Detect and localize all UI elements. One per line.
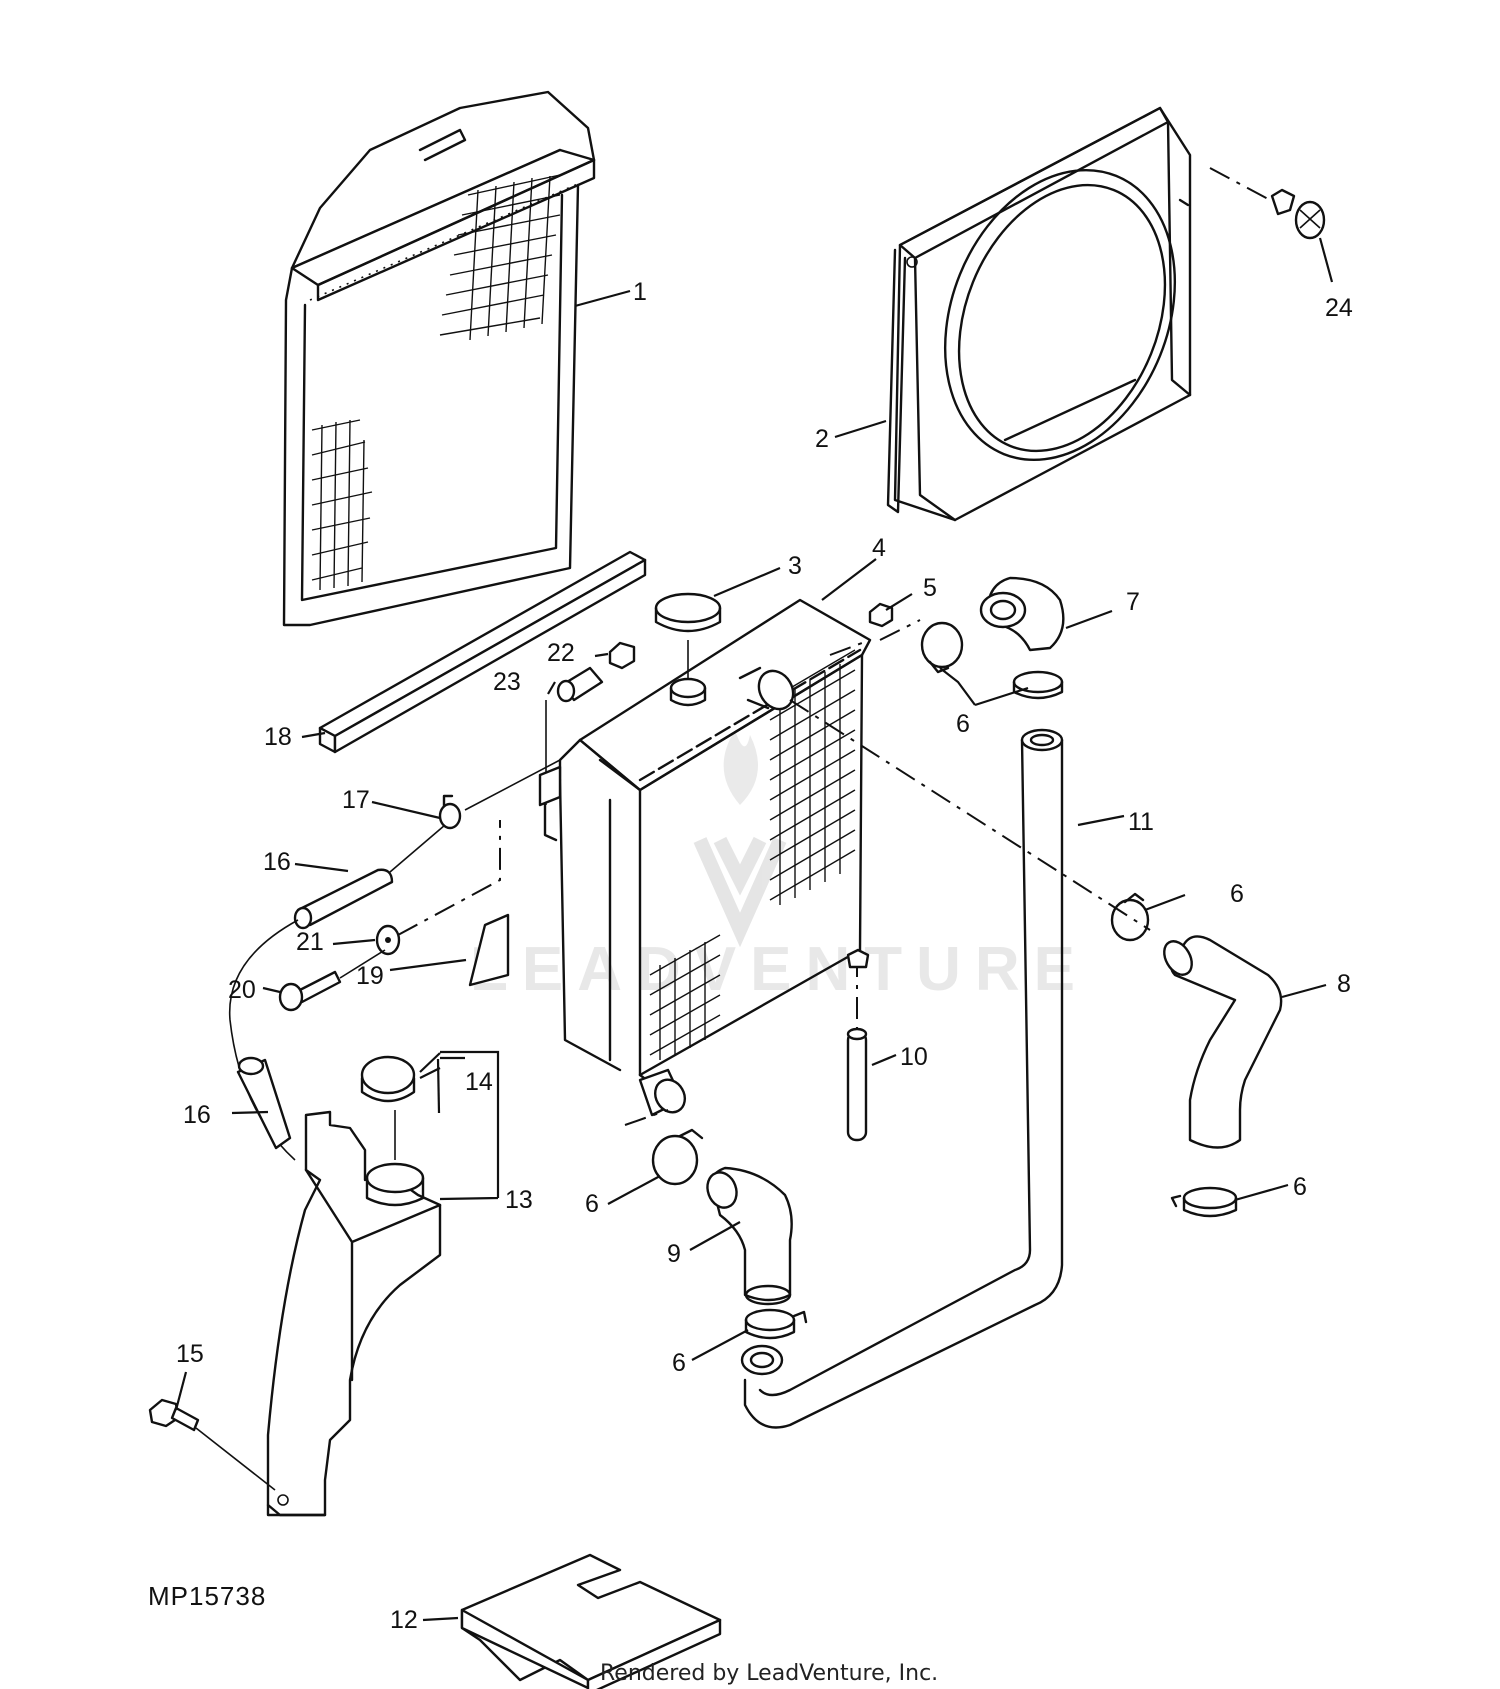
- part-24-knob-screw: [1209, 167, 1326, 240]
- part-4-radiator: [543, 598, 872, 1092]
- part-2-fan-shroud: [886, 106, 1192, 522]
- callout-6: 6: [956, 710, 970, 738]
- radiator-lower-outlet: [638, 1068, 687, 1117]
- assembly-line-20: [339, 949, 386, 979]
- part-6-hose-clamp: [740, 1308, 808, 1376]
- part-14-tank-cap: [360, 1055, 416, 1103]
- callout-9: 9: [667, 1240, 681, 1268]
- part-9-elbow-hose: [706, 1166, 793, 1306]
- part-13-recovery-tank: [266, 1110, 442, 1517]
- callout-17: 17: [342, 786, 370, 814]
- part-5-nut: [868, 602, 921, 641]
- figure-id: MP15738: [148, 1581, 266, 1611]
- part-11-bypass-hose: [743, 728, 1064, 1429]
- callout-3: 3: [788, 552, 802, 580]
- part-3-radiator-cap: [654, 592, 722, 707]
- part-21-washer: [375, 924, 401, 956]
- callout-6-repeat: 6: [1230, 880, 1244, 908]
- part-12-foam-pad: [460, 1553, 722, 1689]
- part-8-radiator-hose: [1163, 935, 1283, 1149]
- callout-8: 8: [1337, 970, 1351, 998]
- callout-22: 22: [547, 639, 575, 667]
- part-7-elbow-hose: [979, 576, 1065, 652]
- assembly-line-17: [464, 759, 561, 811]
- part-16-hose: [293, 868, 394, 930]
- callout-18: 18: [264, 723, 292, 751]
- callout-6-repeat: 6: [1293, 1173, 1307, 1201]
- assembly-line-16: [389, 824, 446, 873]
- callout-6-repeat: 6: [585, 1190, 599, 1218]
- assembly-line-5: [829, 639, 871, 656]
- part-17-clamp: [438, 794, 462, 830]
- callout-6-repeat: 6: [672, 1349, 686, 1377]
- part-6-hose-clamp: [651, 1128, 704, 1186]
- part-1-radiator-screen: [282, 90, 596, 627]
- callout-14: 14: [465, 1068, 493, 1096]
- callout-20: 20: [228, 976, 256, 1004]
- part-22-nut: [608, 641, 636, 670]
- part-18-seal-strip: [318, 550, 647, 754]
- part-6-hose-clamp: [1110, 892, 1150, 942]
- callout-7: 7: [1126, 588, 1140, 616]
- callout-15: 15: [176, 1340, 204, 1368]
- callout-12: 12: [390, 1606, 418, 1634]
- part-15-bolt: [148, 1398, 200, 1432]
- radiator-mount-bracket: [538, 765, 562, 807]
- callout-11: 11: [1128, 808, 1154, 836]
- watermark-text: LEADVENTURE: [470, 935, 1089, 1004]
- callout-4: 4: [872, 534, 886, 562]
- leader-lines: [174, 237, 1334, 1622]
- part-16-hose: [236, 1056, 292, 1150]
- callout-16: 16: [263, 848, 291, 876]
- part-6-hose-clamp: [1170, 1186, 1238, 1218]
- callout-21: 21: [296, 928, 324, 956]
- part-6-hose-clamp: [1012, 670, 1064, 700]
- assembly-line-15: [195, 1427, 276, 1491]
- callout-5: 5: [923, 574, 937, 602]
- part-20-bolt: [278, 970, 342, 1012]
- callout-24: 24: [1325, 294, 1353, 322]
- part-23-bushing: [556, 666, 604, 703]
- callout-2: 2: [815, 425, 829, 453]
- callout-13: 13: [505, 1186, 533, 1214]
- callout-23: 23: [493, 668, 521, 696]
- radiator-upper-outlet: [738, 666, 795, 711]
- part-6-hose-clamp: [920, 621, 964, 674]
- callout-16-repeat: 16: [183, 1101, 211, 1129]
- part-19-bracket: [468, 913, 510, 987]
- watermark: LEADVENTURE: [470, 730, 1089, 1004]
- assembly-line-upper: [789, 699, 1151, 931]
- callout-19: 19: [356, 962, 384, 990]
- callout-1: 1: [633, 278, 647, 306]
- assembly-line-lower: [624, 1109, 669, 1126]
- footer-credit: Rendered by LeadVenture, Inc.: [600, 1661, 938, 1686]
- assembly-line-21: [397, 820, 501, 936]
- part-10-overflow-tube: [846, 948, 870, 1142]
- callout-10: 10: [900, 1043, 928, 1071]
